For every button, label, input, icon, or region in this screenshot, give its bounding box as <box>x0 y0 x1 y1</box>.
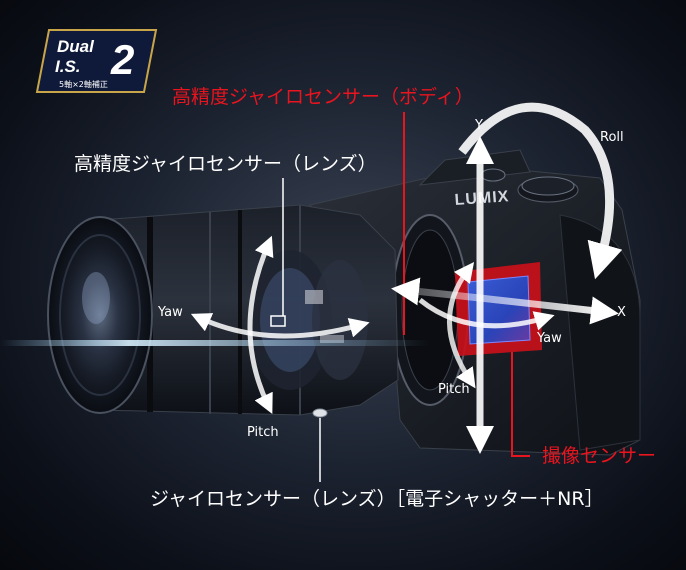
leader-image-sensor <box>511 352 530 457</box>
label-gyro-lens: 高精度ジャイロセンサー（レンズ） <box>74 153 377 175</box>
axis-label-body-y: Y <box>475 118 483 133</box>
axis-label-body-yaw: Yaw <box>537 331 562 346</box>
axis-label-body-roll: Roll <box>600 130 624 145</box>
lens-axis-arrows <box>190 235 370 415</box>
badge-line2: I.S. <box>55 57 81 76</box>
image-sensor <box>455 262 542 356</box>
label-gyro-lens-shutter: ジャイロセンサー（レンズ）［電子シャッター＋NR］ <box>150 488 604 510</box>
gyro-lens-shutter-chip <box>312 408 328 418</box>
axis-label-body-x: X <box>617 305 626 320</box>
axis-label-lens-yaw: Yaw <box>158 305 183 320</box>
lens-barrel <box>47 204 399 416</box>
badge-line1: Dual <box>57 37 95 56</box>
badge-subtitle: 5軸×2軸補正 <box>59 79 108 89</box>
label-gyro-body: 高精度ジャイロセンサー（ボディ） <box>172 86 474 108</box>
dual-is-badge: Dual I.S. 2 5軸×2軸補正 <box>35 29 158 93</box>
light-beam <box>0 340 430 346</box>
body-axis-arrows <box>391 102 623 454</box>
axis-label-body-pitch: Pitch <box>438 382 470 397</box>
label-image-sensor: 撮像センサー <box>542 445 657 467</box>
badge-number: 2 <box>110 36 134 83</box>
axis-label-lens-pitch: Pitch <box>247 425 279 440</box>
